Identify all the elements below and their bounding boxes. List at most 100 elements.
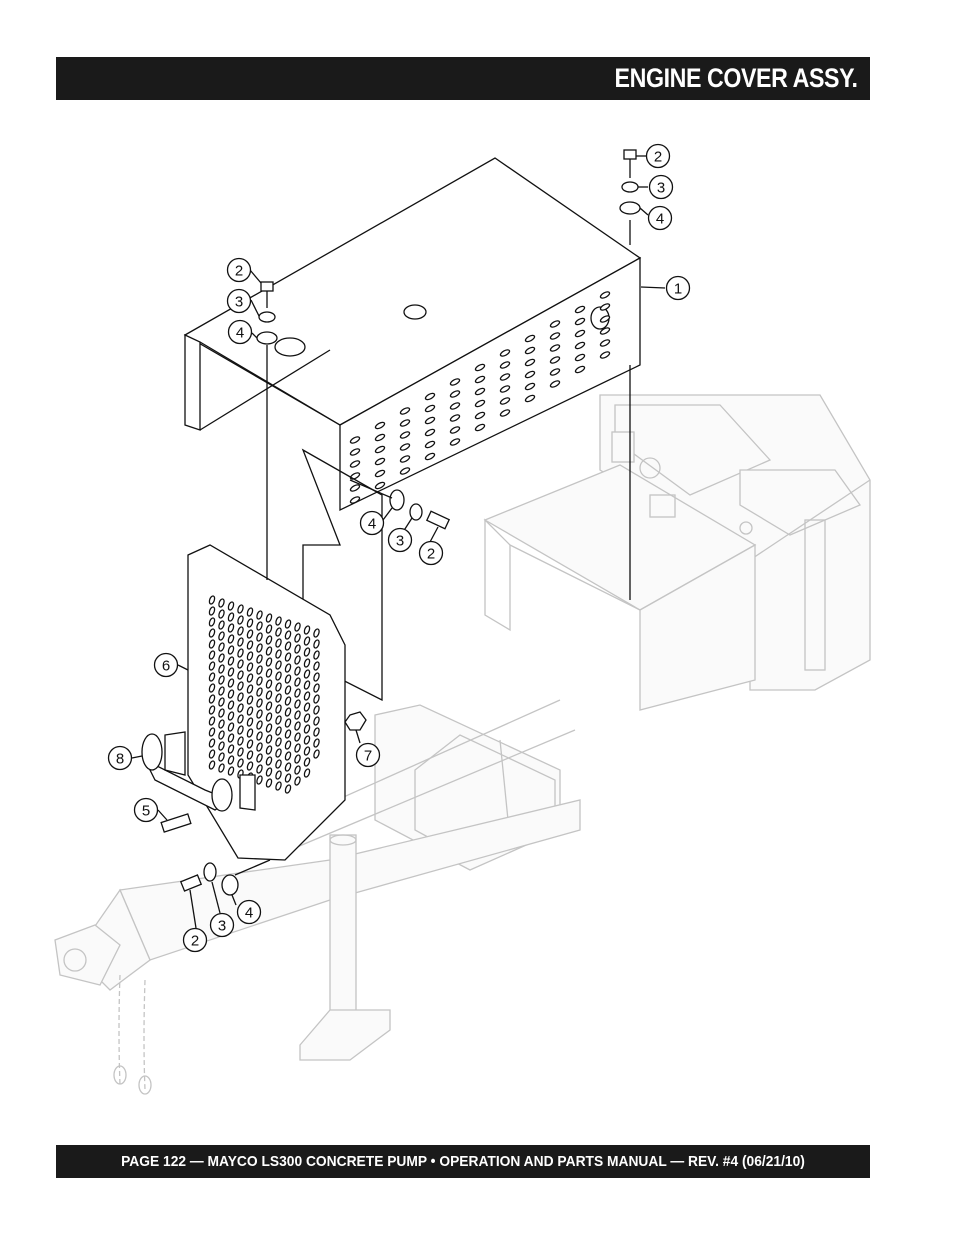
vent-slot: [227, 722, 235, 732]
vent-slot: [294, 655, 301, 665]
vent-slot: [246, 706, 254, 716]
vent-slot: [294, 622, 301, 632]
vent-slot: [303, 636, 311, 646]
vent-slot: [374, 457, 386, 466]
vent-slot: [449, 438, 461, 446]
vent-slot: [549, 356, 561, 364]
vent-slot: [294, 776, 301, 786]
vent-slot: [303, 680, 311, 690]
vent-slot: [246, 662, 254, 672]
vent-slot: [208, 650, 216, 660]
vent-slot: [349, 472, 361, 480]
vent-slot: [218, 675, 225, 685]
vent-slot: [275, 770, 282, 780]
vent-slot: [208, 661, 216, 671]
header-bar: ENGINE COVER ASSY.: [56, 57, 870, 100]
vent-slot: [208, 716, 216, 726]
vent-slot: [524, 394, 536, 403]
page-footer: PAGE 122 — MAYCO LS300 CONCRETE PUMP • O…: [121, 1153, 805, 1170]
vent-slot: [208, 749, 216, 759]
vent-slot: [227, 645, 235, 655]
vent-slot: [313, 694, 320, 704]
vent-slot: [524, 358, 536, 367]
vent-slot: [275, 660, 282, 670]
vent-slot: [284, 630, 292, 640]
vent-slot: [549, 368, 561, 376]
vent-slot: [208, 705, 216, 715]
vent-slot: [349, 496, 361, 504]
vent-slot: [265, 624, 273, 634]
vent-slot: [349, 460, 361, 468]
vent-slot: [256, 731, 263, 741]
vent-slot: [208, 727, 216, 737]
vent-slot: [499, 409, 511, 417]
svg-text:4: 4: [245, 905, 253, 922]
vent-slot: [227, 700, 235, 710]
vent-slot: [246, 728, 254, 738]
vent-slot: [284, 729, 292, 739]
vent-slot: [294, 732, 301, 742]
vent-slot: [237, 714, 244, 724]
vent-slot: [574, 317, 586, 326]
callout-5: 5: [133, 797, 159, 823]
vent-slot: [284, 674, 292, 684]
vent-slot: [449, 414, 461, 422]
vent-slot: [246, 695, 254, 705]
vent-slot: [237, 670, 244, 680]
vent-slot: [599, 351, 611, 359]
vent-slot: [449, 426, 461, 434]
vent-slot: [524, 382, 536, 391]
vent-slot: [227, 634, 235, 644]
vent-slot: [275, 759, 282, 769]
vent-slot: [218, 631, 225, 641]
svg-text:3: 3: [218, 918, 226, 935]
vent-slot: [237, 692, 244, 702]
vent-slot: [275, 781, 282, 791]
vent-slot: [399, 431, 411, 439]
vent-slot: [237, 681, 244, 691]
vent-slot: [313, 705, 320, 715]
vent-slot: [284, 740, 292, 750]
vent-slot: [524, 370, 536, 379]
vent-slot: [256, 775, 263, 785]
vent-slot: [265, 723, 273, 733]
vent-slot: [313, 650, 320, 660]
svg-text:4: 4: [368, 516, 376, 533]
vent-slot: [599, 315, 611, 323]
vent-slot: [218, 730, 225, 740]
vent-slot: [237, 648, 244, 658]
vent-slot: [399, 455, 411, 463]
callout-8: 8: [107, 745, 133, 771]
vent-slot: [237, 604, 244, 614]
vent-slot: [227, 711, 235, 721]
vent-slot: [246, 761, 254, 771]
vent-slot: [275, 704, 282, 714]
vent-slot: [599, 339, 611, 347]
vent-slot: [256, 698, 263, 708]
vent-slot: [265, 668, 273, 678]
vent-slot: [218, 686, 225, 696]
vent-slot: [313, 672, 320, 682]
vent-slot: [256, 654, 263, 664]
hardware: [160, 149, 641, 896]
vent-slot: [303, 669, 311, 679]
vent-slot: [265, 712, 273, 722]
vent-slot: [208, 683, 216, 693]
vent-slot: [227, 689, 235, 699]
vent-slot: [303, 702, 311, 712]
vent-slot: [265, 701, 273, 711]
vent-slot: [499, 385, 511, 393]
callout-4: 4: [227, 319, 253, 345]
vent-slot: [499, 349, 511, 357]
vent-slot: [349, 448, 361, 456]
vent-slot: [246, 651, 254, 661]
callouts: 1 2 3 4 2 3 4 4 3 2 6 7 8 5 2 3 4: [107, 143, 691, 953]
vent-slot: [218, 708, 225, 718]
callout-3: 3: [387, 527, 413, 553]
vent-slot: [256, 753, 263, 763]
vent-slot: [256, 676, 263, 686]
vent-slot: [294, 644, 301, 654]
page-title: ENGINE COVER ASSY.: [614, 63, 858, 93]
vent-slot: [284, 784, 292, 794]
vent-slot: [275, 726, 282, 736]
